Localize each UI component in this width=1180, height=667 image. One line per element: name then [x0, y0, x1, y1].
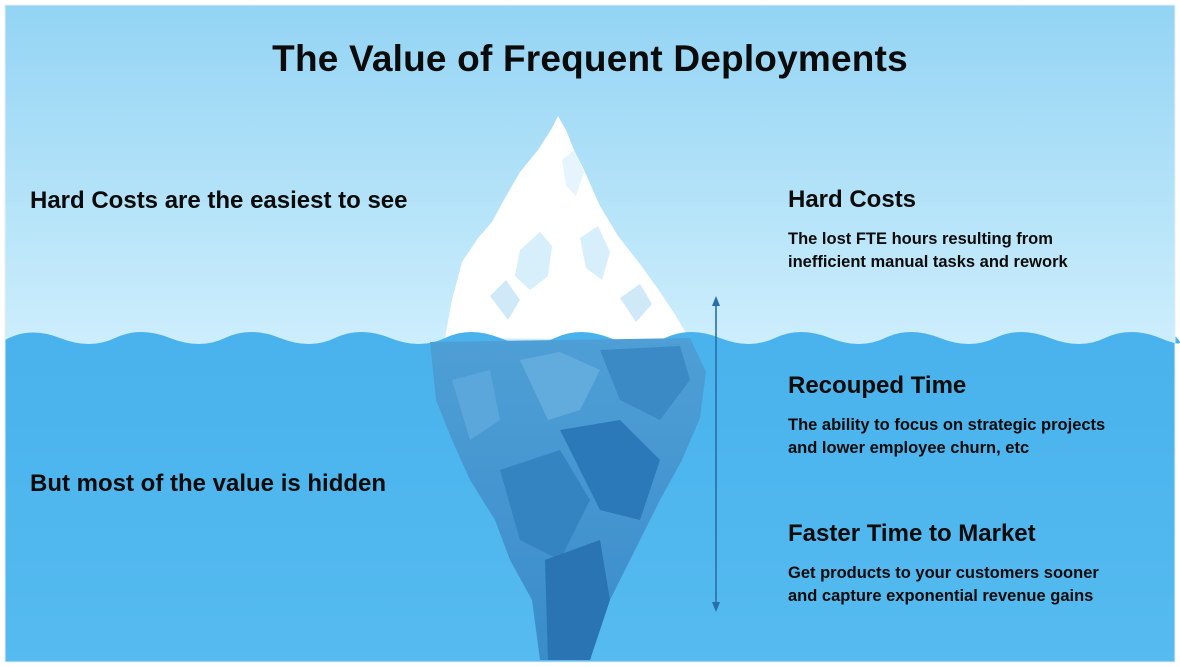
- page-title: The Value of Frequent Deployments: [272, 38, 908, 79]
- desc-recouped-time: The ability to focus on strategic projec…: [788, 414, 1168, 460]
- caption-visible: Hard Costs are the easiest to see: [30, 187, 408, 214]
- desc-faster-time-to-market-line2: and capture exponential revenue gains: [788, 587, 1094, 605]
- desc-hard-costs: The lost FTE hours resulting from ineffi…: [788, 228, 1168, 274]
- desc-faster-time-to-market-line1: Get products to your customers sooner: [788, 564, 1099, 582]
- desc-hard-costs-line2: inefficient manual tasks and rework: [788, 253, 1068, 271]
- heading-recouped-time: Recouped Time: [788, 372, 967, 399]
- iceberg-underwater: [430, 338, 706, 660]
- desc-hard-costs-line1: The lost FTE hours resulting from: [788, 230, 1053, 248]
- desc-faster-time-to-market: Get products to your customers sooner an…: [788, 562, 1168, 608]
- caption-hidden: But most of the value is hidden: [30, 470, 387, 497]
- heading-hard-costs: Hard Costs: [788, 186, 917, 213]
- heading-faster-time-to-market: Faster Time to Market: [788, 520, 1036, 547]
- desc-recouped-time-line2: and lower employee churn, etc: [788, 439, 1030, 457]
- depth-arrow: [712, 296, 720, 612]
- iceberg-tip: [445, 116, 690, 340]
- desc-recouped-time-line1: The ability to focus on strategic projec…: [788, 416, 1106, 434]
